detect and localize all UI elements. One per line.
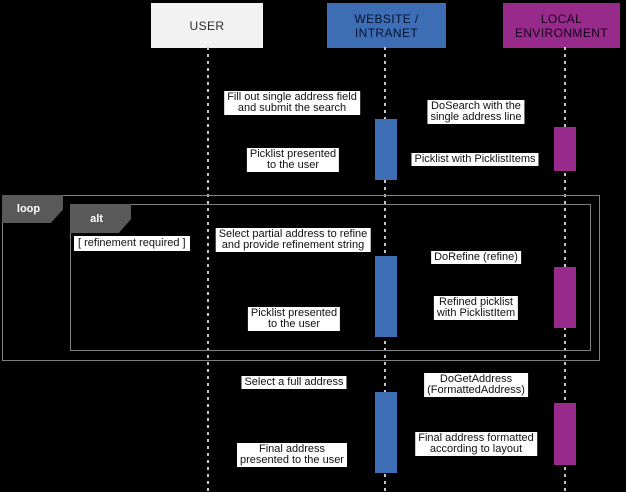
message-fill-out-single-address: Fill out single address field and submit… xyxy=(224,91,360,115)
activation-bar-website-1 xyxy=(375,119,397,180)
alt-fragment-tab: alt xyxy=(70,204,131,233)
activation-bar-local-2 xyxy=(554,267,576,328)
message-select-partial-address: Select partial address to refine and pro… xyxy=(215,228,371,252)
message-refined-picklist: Refined picklist with PicklistItem xyxy=(433,296,519,320)
alt-fragment-frame xyxy=(70,204,591,351)
loop-fragment-tab: loop xyxy=(2,195,63,223)
activation-bar-website-2 xyxy=(375,256,397,337)
activation-bar-website-3 xyxy=(375,392,397,473)
alt-guard-condition: [ refinement required ] xyxy=(74,236,190,251)
message-dosearch: DoSearch with the single address line xyxy=(427,100,525,124)
message-picklist-presented-2: Picklist presented to the user xyxy=(247,307,341,331)
message-picklist-with-picklistitems: Picklist with PicklistItems xyxy=(411,153,539,166)
loop-fragment-frame xyxy=(2,195,600,361)
message-final-address-presented: Final address presented to the user xyxy=(237,443,347,467)
message-final-address-formatted: Final address formatted according to lay… xyxy=(415,432,537,456)
message-dorefine: DoRefine (refine) xyxy=(431,251,521,264)
lifeline-user xyxy=(207,47,209,492)
participant-website-intranet: WEBSITE / INTRANET xyxy=(327,3,446,48)
participant-local-environment: LOCAL ENVIRONMENT xyxy=(503,3,620,48)
message-picklist-presented-1: Picklist presented to the user xyxy=(246,148,340,172)
message-select-full-address: Select a full address xyxy=(241,376,347,389)
message-dogetaddress: DoGetAddress (FormattedAddress) xyxy=(424,373,528,397)
activation-bar-local-1 xyxy=(554,127,576,171)
activation-bar-local-3 xyxy=(554,403,576,465)
participant-user: USER xyxy=(151,3,263,48)
